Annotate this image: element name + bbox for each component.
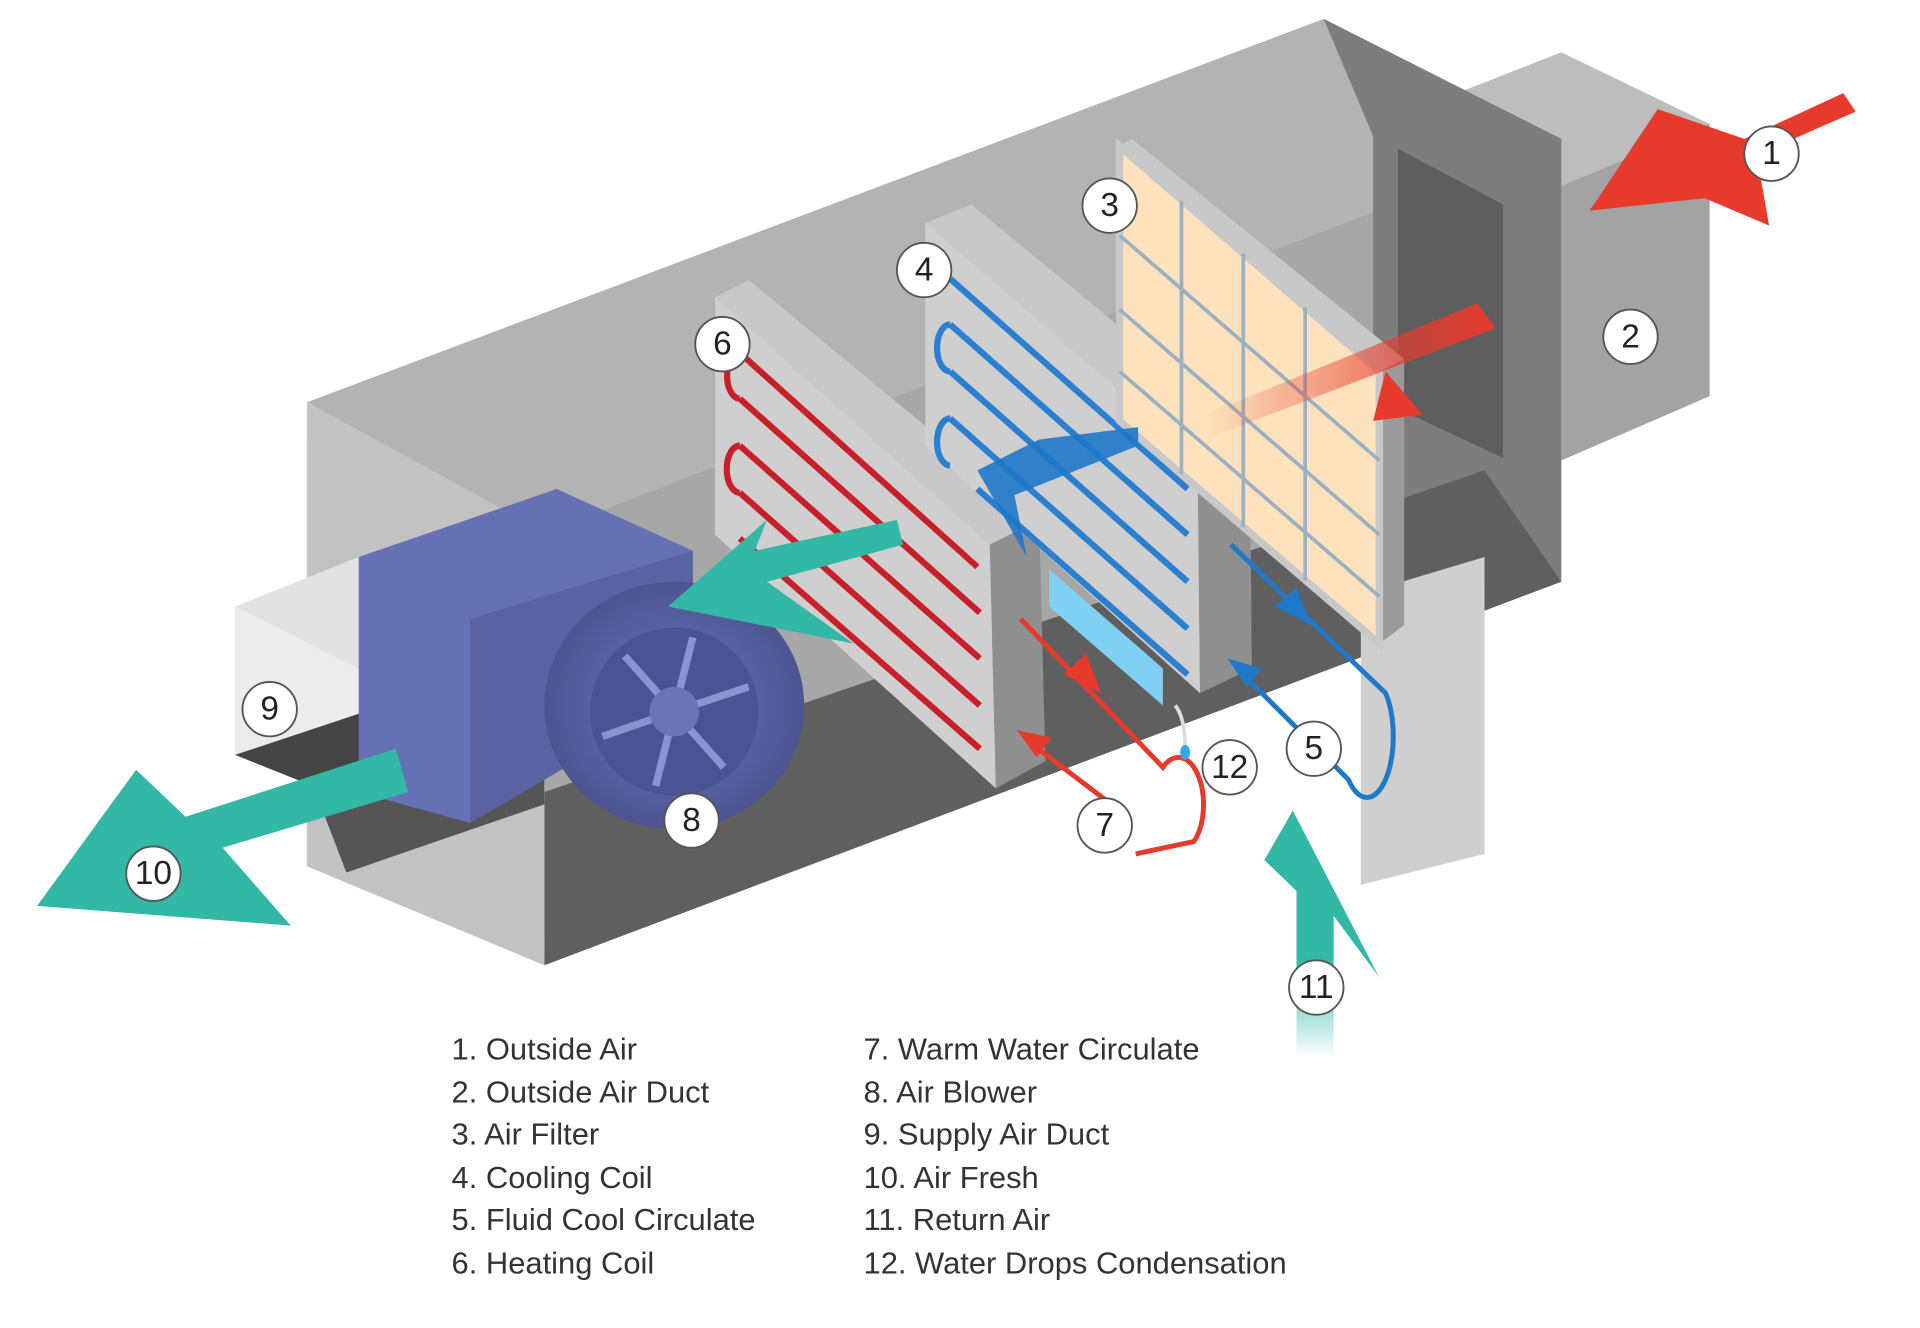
svg-text:7: 7: [1095, 807, 1114, 844]
svg-text:3: 3: [1100, 187, 1119, 224]
legend-item: 2. Outside Air Duct: [452, 1075, 710, 1110]
svg-text:4: 4: [915, 251, 934, 288]
water-drop-icon: [1173, 704, 1191, 760]
callout-11: 11: [1288, 959, 1345, 1016]
legend-item: 11. Return Air: [864, 1202, 1051, 1237]
legend-item: 9. Supply Air Duct: [864, 1117, 1110, 1152]
legend-item: 8. Air Blower: [864, 1075, 1038, 1110]
legend-item: 1. Outside Air: [452, 1031, 638, 1066]
callout-9: 9: [241, 681, 298, 738]
svg-text:8: 8: [682, 802, 701, 839]
legend: 1. Outside Air 2. Outside Air Duct 3. Ai…: [452, 1031, 1287, 1280]
legend-item: 7. Warm Water Circulate: [864, 1031, 1200, 1066]
legend-item: 10. Air Fresh: [864, 1160, 1039, 1195]
air-blower: [358, 488, 805, 830]
svg-text:2: 2: [1621, 318, 1640, 355]
callout-8: 8: [663, 792, 720, 849]
legend-item: 4. Cooling Coil: [452, 1160, 653, 1195]
cool-fluid-loop: [1227, 542, 1396, 800]
outside-air-arrow: [1204, 93, 1856, 440]
callout-5: 5: [1285, 720, 1342, 777]
legend-item: 5. Fluid Cool Circulate: [452, 1202, 756, 1237]
svg-text:9: 9: [260, 691, 279, 728]
svg-text:10: 10: [135, 855, 172, 892]
callout-7: 7: [1076, 797, 1133, 854]
fan-icon: [590, 627, 759, 796]
callout-12: 12: [1201, 739, 1258, 796]
callout-3: 3: [1081, 177, 1138, 234]
svg-text:1: 1: [1762, 135, 1781, 172]
svg-text:6: 6: [713, 326, 732, 363]
cool-air-arrow: [977, 427, 1139, 557]
callout-1: 1: [1743, 125, 1800, 182]
callout-10: 10: [125, 845, 182, 902]
callout-markers: 1 2 3 4 5 6 7 8 9 10 11 12: [125, 125, 1800, 1016]
svg-text:5: 5: [1305, 730, 1324, 767]
return-air-arrow: [1264, 810, 1380, 1059]
svg-text:11: 11: [1299, 969, 1334, 1006]
legend-item: 12. Water Drops Condensation: [864, 1245, 1287, 1280]
callout-6: 6: [694, 316, 751, 373]
callout-4: 4: [895, 241, 953, 299]
legend-item: 3. Air Filter: [452, 1117, 600, 1152]
legend-item: 6. Heating Coil: [452, 1245, 655, 1280]
svg-text:12: 12: [1211, 749, 1248, 786]
air-filter: [1115, 138, 1405, 652]
callout-2: 2: [1602, 308, 1659, 365]
